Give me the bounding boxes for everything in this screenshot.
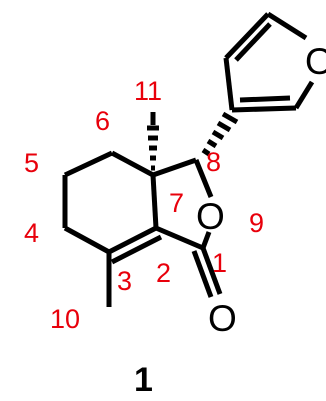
carbon-number-3: 3	[117, 266, 132, 296]
bond-o9-c1	[200, 231, 212, 249]
bond-furan-c2-c3	[231, 105, 297, 113]
bond-c7-c8	[152, 157, 197, 178]
bond-furan-c5-o	[266, 11, 308, 41]
bond-c2-c3	[107, 225, 158, 255]
ring-oxygen-label: O	[196, 196, 225, 237]
hashed-wedge-c7-c11	[147, 125, 159, 171]
carbon-number-4: 4	[24, 218, 39, 248]
bond-furan-c2-c3-double	[239, 95, 291, 103]
carbon-number-6: 6	[95, 106, 110, 136]
carbon-number-8: 8	[206, 147, 221, 177]
carbon-number-5: 5	[24, 148, 39, 178]
carbon-number-1: 1	[212, 248, 227, 278]
bond-furan-c2-o	[293, 80, 315, 110]
bond-c1-o-carbonyl	[200, 247, 223, 295]
furan-oxygen-label: O	[305, 41, 326, 82]
bond-furan-c4-c5	[224, 12, 270, 60]
carbonyl-oxygen-label: O	[208, 298, 237, 339]
bond-c3-c4	[63, 225, 111, 255]
bond-c1-c2	[155, 225, 204, 251]
bond-c8-o9	[193, 159, 214, 198]
compound-number: 1	[134, 361, 153, 399]
bond-c2-c3-double	[110, 234, 163, 265]
bond-c1-o-carbonyl-double	[191, 250, 214, 298]
hashed-wedge-c8-furan	[201, 111, 239, 157]
bond-c6-c7	[110, 150, 155, 178]
carbon-number-9: 9	[249, 208, 264, 238]
bond-furan-c4-c5-double	[234, 22, 272, 62]
bond-furan-c3-c4	[223, 57, 235, 111]
bond-c5-c6	[63, 150, 114, 178]
carbon-number-11: 11	[134, 76, 162, 106]
carbon-number-7: 7	[169, 188, 184, 218]
carbon-number-2: 2	[156, 258, 171, 288]
bond-c2-c7	[150, 174, 159, 229]
carbon-number-10: 10	[50, 304, 80, 334]
